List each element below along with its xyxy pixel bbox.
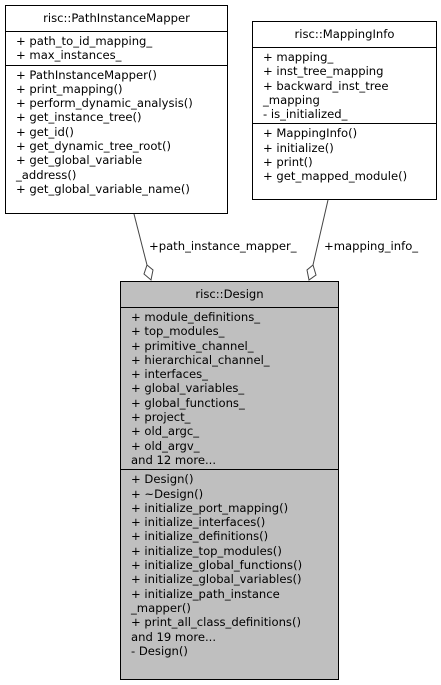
attributes-section: + mapping_+ inst_tree_mapping+ backward_… [253,48,436,123]
member-row: + path_to_id_mapping_ [16,34,153,48]
edge-label-path-instance-mapper: +path_instance_mapper_ [149,239,297,253]
attributes-section: + module_definitions_+ top_modules_+ pri… [121,308,338,469]
member-row: + initialize_port_mapping() [131,500,289,515]
member-row: + initialize() [263,140,334,155]
member-row: + perform_dynamic_analysis() [16,96,193,111]
member-row: - Design() [131,643,188,658]
member-row: _mapping [263,92,320,107]
member-row: + old_argc_ [131,424,200,439]
member-row: + mapping_ [263,50,334,64]
member-row: + print_mapping() [16,81,123,96]
methods-section: + Design()+ ~Design()+ initialize_port_m… [121,469,338,660]
methods-section: + MappingInfo()+ initialize()+ print()+ … [253,123,436,185]
member-row: + old_argv_ [131,438,200,453]
member-row: + module_definitions_ [131,310,261,324]
member-row: + print() [263,155,313,170]
aggregation-diamond [143,264,154,281]
member-row: + ~Design() [131,486,204,501]
member-row: + project_ [131,410,191,425]
member-row: + interfaces_ [131,367,208,382]
member-row: + inst_tree_mapping [263,64,384,79]
aggregation-diamond [306,264,317,281]
member-row: and 19 more... [131,629,217,644]
member-row: _address() [16,167,77,182]
edge-mapping-info [312,199,329,266]
member-row: + global_functions_ [131,395,245,410]
member-row: + get_mapped_module() [263,169,408,184]
member-row: + initialize_path_instance [131,586,280,601]
member-row: + hierarchical_channel_ [131,352,270,367]
class-mapping-info: risc::MappingInfo + mapping_+ inst_tree_… [252,21,437,200]
member-row: + initialize_top_modules() [131,543,282,558]
member-row: + initialize_global_functions() [131,558,303,573]
member-row: + initialize_global_variables() [131,572,302,587]
member-row: + PathInstanceMapper() [16,67,157,82]
class-design: risc::Design + module_definitions_+ top_… [120,281,339,680]
member-row: + backward_inst_tree [263,78,389,93]
member-row: + get_global_variable_name() [16,181,190,196]
member-row: + get_instance_tree() [16,110,142,125]
class-title: risc::Design [121,282,338,308]
class-title: risc::MappingInfo [253,22,436,48]
member-row: + get_global_variable [16,153,143,168]
member-row: + Design() [131,472,194,487]
member-row: + global_variables_ [131,381,245,396]
attributes-section: + path_to_id_mapping_+ max_instances_ [6,32,227,65]
edge-path-instance-mapper [133,213,148,266]
member-row: + MappingInfo() [263,126,358,141]
member-row: - is_initialized_ [263,107,348,122]
member-row: + print_all_class_definitions() [131,615,302,630]
member-row: + get_dynamic_tree_root() [16,139,172,154]
member-row: + initialize_definitions() [131,529,269,544]
member-row: + max_instances_ [16,48,122,63]
class-title: risc::PathInstanceMapper [6,6,227,32]
member-row: _mapper() [131,600,191,615]
edge-label-mapping-info: +mapping_info_ [324,239,419,253]
member-row: + primitive_channel_ [131,338,254,353]
member-row: + top_modules_ [131,324,225,339]
member-row: + get_id() [16,124,74,139]
member-row: and 12 more... [131,452,217,467]
methods-section: + PathInstanceMapper()+ print_mapping()+… [6,64,227,199]
member-row: + initialize_interfaces() [131,515,266,530]
class-path-instance-mapper: risc::PathInstanceMapper + path_to_id_ma… [5,5,228,214]
